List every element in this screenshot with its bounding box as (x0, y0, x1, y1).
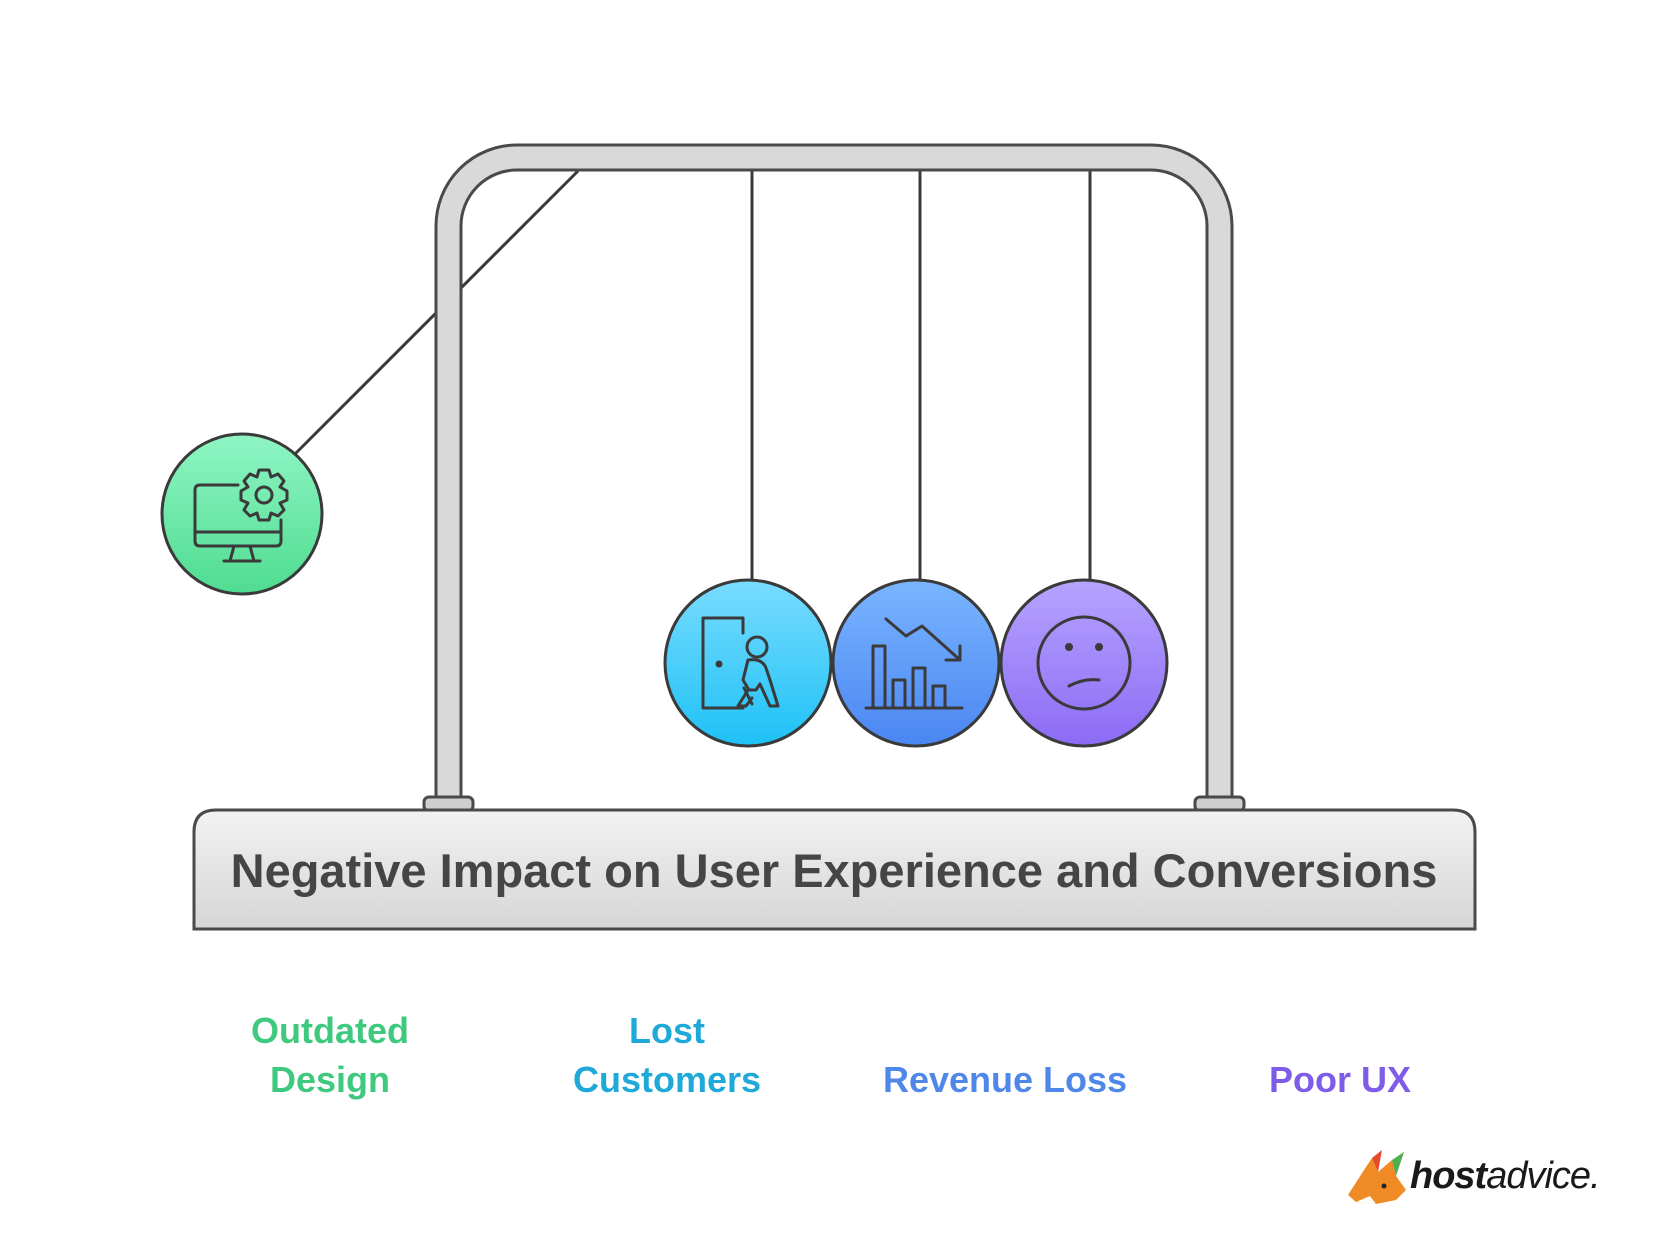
cradle-frame (434, 143, 1234, 805)
brand-part-advice: advice. (1486, 1155, 1600, 1197)
person-leaving-door-icon (701, 616, 780, 710)
monitor-gear-icon (193, 468, 289, 563)
label-revenue-loss: Revenue Loss (882, 1059, 1128, 1100)
sad-face-icon (1036, 615, 1132, 711)
declining-bar-chart-icon (864, 617, 964, 710)
label-poor-ux: Poor UX (1268, 1059, 1411, 1100)
cradle-strings (293, 169, 1092, 580)
diagram-title: Negative Impact on User Experience and C… (231, 844, 1438, 897)
label-outdated-design: Outdated Design (251, 1010, 409, 1100)
ball-poor-ux (999, 578, 1169, 748)
ball-lost-customers (663, 578, 833, 748)
ball-outdated-design (160, 432, 324, 596)
hostadvice-wordmark: hostadvice. (1410, 1155, 1601, 1198)
cradle-base (192, 808, 1477, 931)
brand-part-host: host (1410, 1155, 1487, 1197)
ball-revenue-loss (831, 578, 1001, 748)
hostadvice-fox-logo (1348, 1150, 1406, 1204)
label-lost-customers: Lost Customers (572, 1010, 762, 1100)
